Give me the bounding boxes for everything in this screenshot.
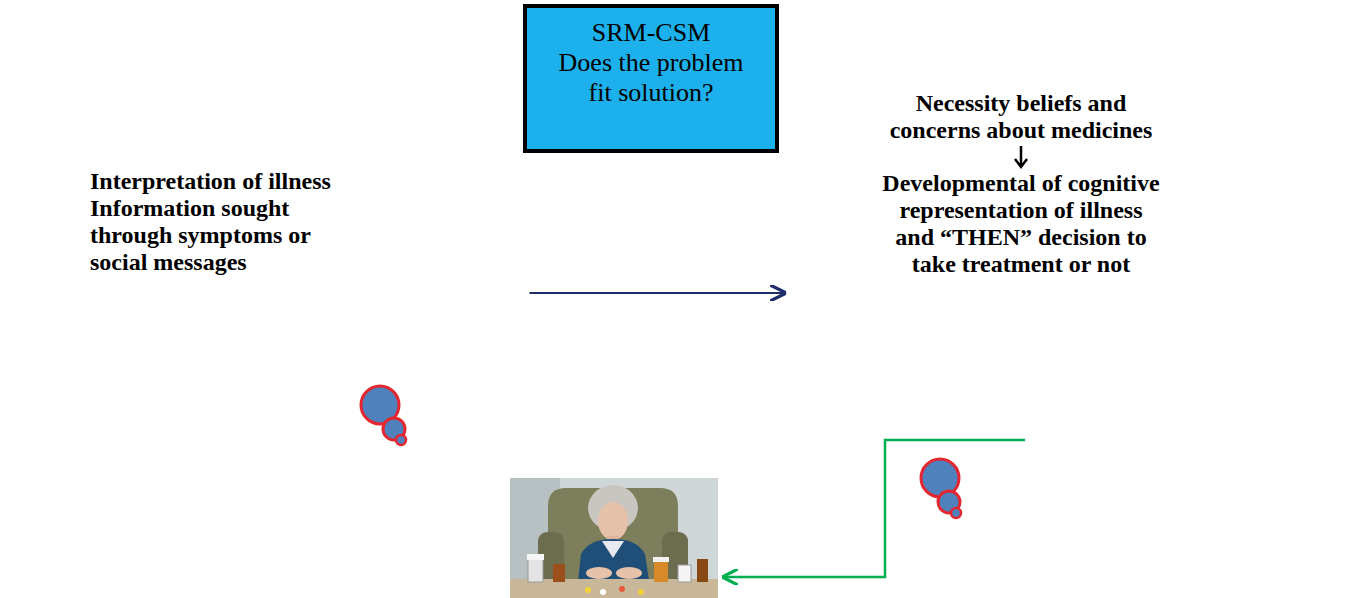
pill — [600, 589, 606, 595]
face — [598, 502, 628, 540]
bottle-cap — [527, 554, 544, 560]
cloud-text: Information sought through symptoms or s… — [90, 195, 340, 276]
text-holder: Necessity beliefs and concerns about med… — [879, 90, 1163, 278]
box-text: Does the problem fit solution? — [551, 48, 751, 108]
hand — [586, 567, 612, 579]
woman-photo — [510, 478, 718, 598]
down-arrow-stroke — [1015, 146, 1027, 167]
flow-arrow — [530, 292, 787, 294]
thought-cloud: Interpretation of illnessInformation sou… — [20, 18, 580, 348]
model-box: SRM-CSMDoes the problem fit solution? — [523, 4, 779, 153]
cloud-outline — [780, 12, 1346, 471]
box-heading: SRM-CSM — [535, 18, 767, 48]
cloud-text: Developmental of cognitive representatio… — [879, 170, 1163, 278]
pill-bottle — [553, 564, 565, 582]
pill-bottle — [528, 558, 543, 582]
photo-wall — [510, 478, 718, 598]
text-holder: SRM-CSMDoes the problem fit solution? — [535, 18, 767, 108]
pill — [619, 586, 625, 592]
pill-bottle — [697, 559, 708, 582]
cloud-outline — [36, 15, 564, 351]
bottle-cap — [653, 557, 669, 562]
pill-bottle — [678, 565, 691, 582]
cloud-text: Necessity beliefs and concerns about med… — [879, 90, 1163, 144]
cloud-text: Interpretation of illness — [90, 168, 340, 195]
blouse — [602, 541, 624, 558]
pill — [638, 589, 644, 595]
bubble-tail — [396, 435, 406, 445]
pill-bottle — [654, 561, 668, 582]
hand — [616, 567, 642, 579]
bubble-tail — [951, 508, 961, 518]
pill — [585, 587, 591, 593]
thought-cloud: Necessity beliefs and concerns about med… — [773, 16, 1353, 468]
text-holder: Interpretation of illnessInformation sou… — [90, 168, 340, 276]
leader-line — [722, 440, 1025, 577]
down-arrow — [1011, 144, 1031, 170]
